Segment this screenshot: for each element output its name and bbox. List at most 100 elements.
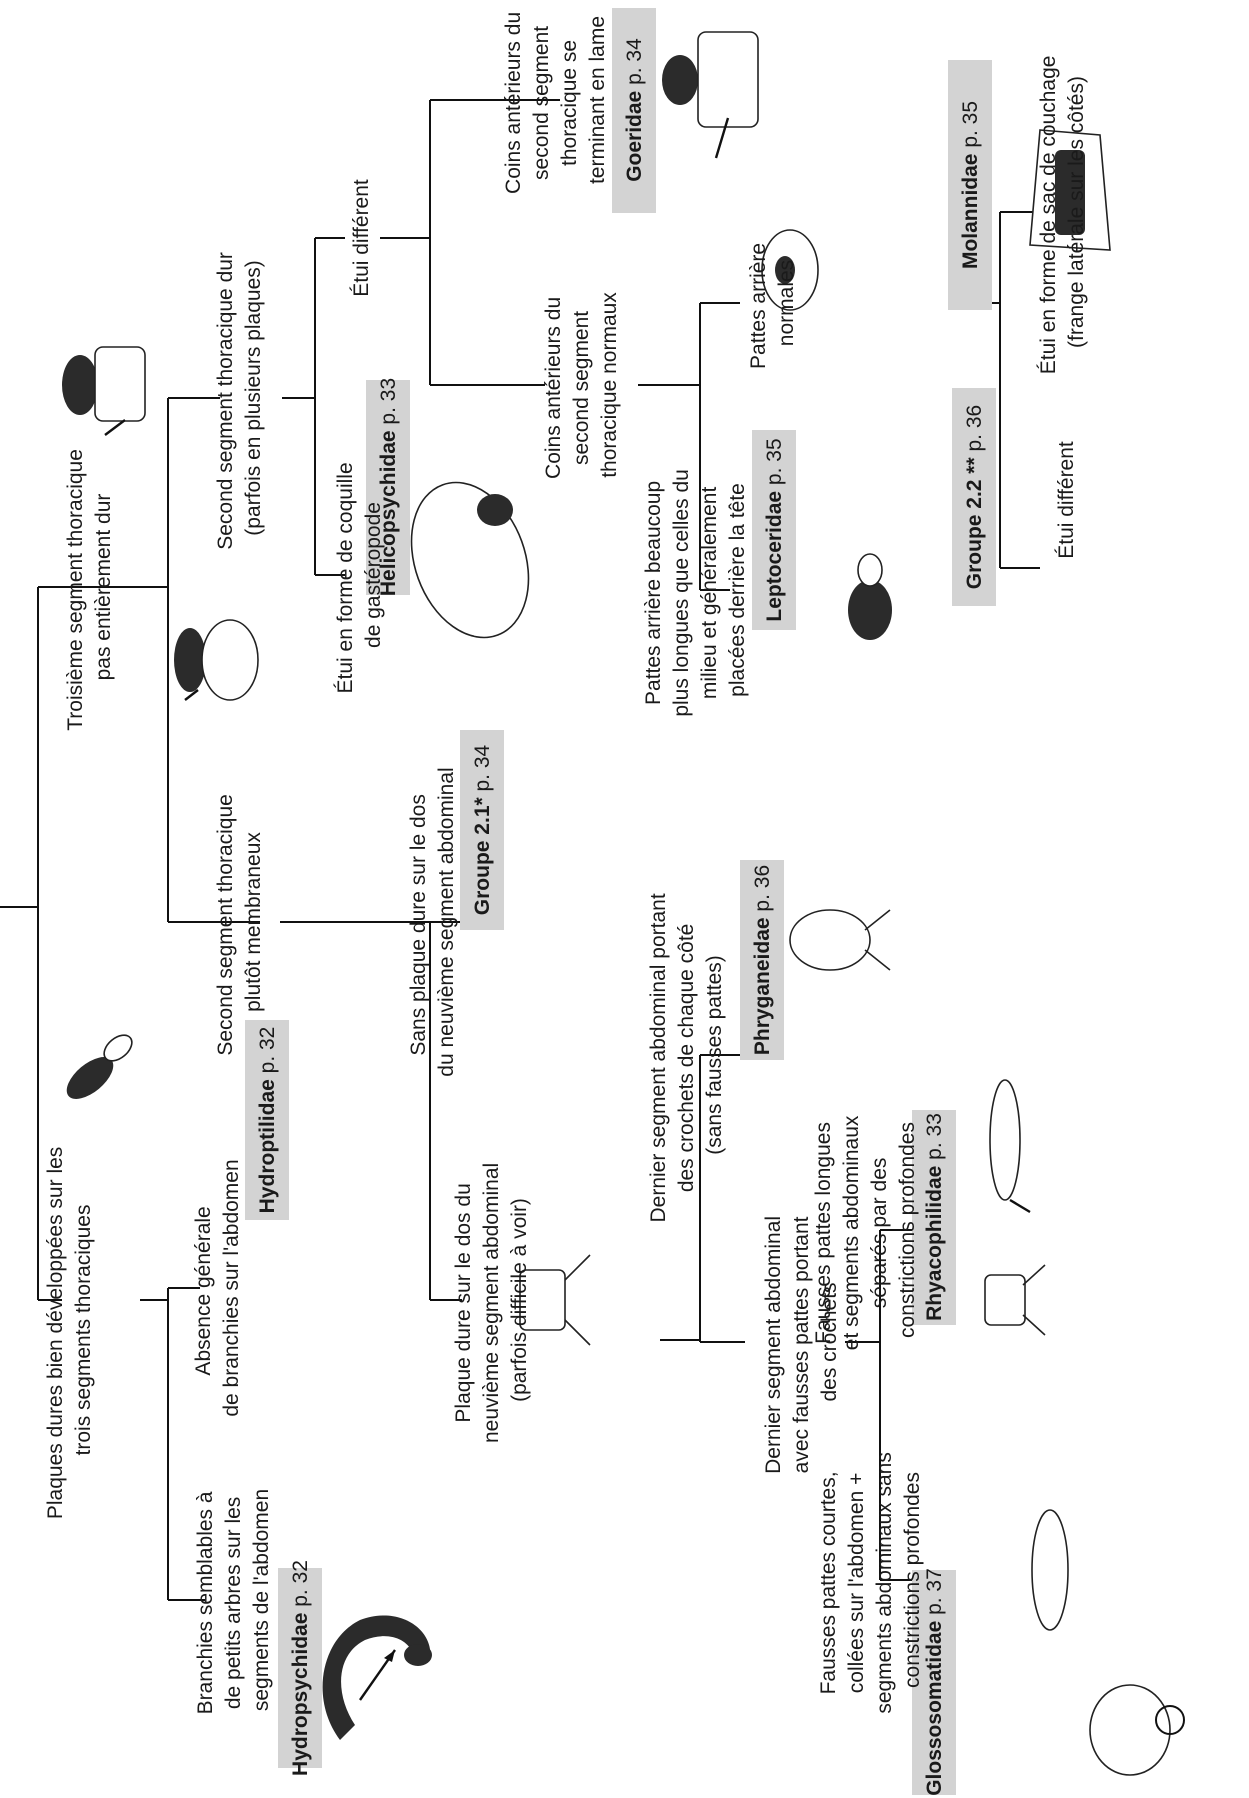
label-line: second segment bbox=[530, 26, 553, 180]
pointer-arrow-icon bbox=[384, 1650, 395, 1662]
label-line: plutôt membraneux bbox=[242, 832, 265, 1012]
larva-illustration bbox=[519, 1254, 591, 1346]
family-name: Helicopsychidae bbox=[377, 430, 400, 596]
label-line: Dernier segment abdominal bbox=[762, 1216, 785, 1474]
svg-text:Coins antérieurs du se: Coins antérieurs du second segment thora… bbox=[542, 291, 621, 479]
family-page: p. 33 bbox=[923, 1113, 946, 1166]
label-branchies: Branchies semblables à de petits arbres … bbox=[194, 1489, 273, 1715]
label-line: segments abdominaux sans bbox=[873, 1452, 896, 1714]
family-page: p. 34 bbox=[623, 38, 646, 91]
svg-text:Phryganeidae p. 36: Phryganeidae p. 36 bbox=[751, 865, 774, 1055]
svg-text:Sans plaque dure sur le dos: Sans plaque dure sur le dos du neuvième … bbox=[407, 767, 458, 1076]
label-line: terminant en lame bbox=[586, 16, 609, 184]
svg-text:Goeridae p. 34: Goeridae p. 34 bbox=[623, 38, 646, 182]
label-line: séparés par des bbox=[868, 1158, 891, 1309]
label-fausses-courtes: Fausses pattes courtes, collées sur l'ab… bbox=[817, 1446, 924, 1714]
svg-text:Hydropsychidae p. 32: Hydropsychidae p. 32 bbox=[289, 1560, 312, 1776]
box-hydropsychidae bbox=[278, 1568, 322, 1768]
label-line: Second segment thoracique bbox=[214, 794, 237, 1056]
box-helicopsychidae bbox=[366, 380, 410, 595]
label-line: Étui différent bbox=[350, 179, 373, 297]
box-rhyacophilidae bbox=[912, 1110, 956, 1325]
family-groupe21: Groupe 2.1* p. 34 bbox=[471, 744, 494, 915]
label-line: Branchies semblables à bbox=[194, 1491, 217, 1714]
box-leptoceridae bbox=[752, 430, 796, 630]
box-groupe22 bbox=[952, 388, 996, 606]
family-hydroptilidae: Hydroptilidae p. 32 bbox=[256, 1027, 279, 1214]
label-line: Second segment thoracique dur bbox=[214, 252, 237, 550]
label-coins-normaux: Coins antérieurs du second segment thora… bbox=[542, 291, 621, 479]
svg-text:Pattes arrière beaucoup: Pattes arrière beaucoup plus longues que… bbox=[642, 463, 749, 716]
label-fausses-longues: Fausses pattes longues et segments abdom… bbox=[812, 1110, 919, 1350]
box-glossosomatidae bbox=[912, 1570, 956, 1795]
pointer-arrow-icon bbox=[104, 419, 126, 436]
larva-illustration bbox=[1089, 1684, 1185, 1776]
svg-text:Plaque dure sur le dos du: Plaque dure sur le dos du neuvième segme… bbox=[452, 1157, 531, 1443]
svg-text:Groupe 2.1* p. 34: Groupe 2.1* p. 34 bbox=[471, 744, 494, 915]
svg-text:Groupe 2.2 ** p. 36: Groupe 2.2 ** p. 36 bbox=[963, 405, 986, 589]
label-line: second segment bbox=[570, 311, 593, 465]
label-line: neuvième segment abdominal bbox=[480, 1163, 503, 1443]
label-root: Plaques dures bien développées sur les t… bbox=[44, 1147, 95, 1519]
svg-text:Glossosomatidae p. 37: Glossosomatidae p. 37 bbox=[923, 1568, 946, 1796]
family-page: p. 33 bbox=[377, 378, 400, 431]
label-second-dur: Second segment thoracique dur (parfois e… bbox=[214, 252, 265, 550]
family-page: p. 35 bbox=[959, 101, 982, 154]
pointer-arrow-icon bbox=[1009, 1198, 1031, 1214]
box-hydroptilidae bbox=[245, 1020, 289, 1220]
label-line: Étui en forme de coquille bbox=[334, 462, 357, 693]
label-line: Dernier segment abdominal portant bbox=[647, 893, 670, 1222]
svg-text:Fausses pattes courtes,: Fausses pattes courtes, collées sur l'ab… bbox=[817, 1446, 924, 1713]
svg-text:Étui en forme de sac de coucha: Étui en forme de sac de couchage (frange… bbox=[1037, 50, 1088, 375]
label-line: de petits arbres sur les bbox=[222, 1497, 245, 1709]
svg-text:Coins antérieurs du se: Coins antérieurs du second segment thora… bbox=[502, 6, 609, 194]
label-line: Coins antérieurs du bbox=[542, 297, 565, 479]
label-line: (parfois en plusieurs plaques) bbox=[242, 260, 265, 535]
label-line: Étui en forme de sac de couchage bbox=[1037, 56, 1060, 375]
label-line: de gastéropode bbox=[362, 502, 385, 648]
label-line: Fausses pattes courtes, bbox=[817, 1471, 840, 1694]
case-illustration bbox=[410, 481, 530, 639]
svg-text:Dernier segment abdominal port: Dernier segment abdominal portant des cr… bbox=[647, 887, 726, 1222]
svg-text:Étui en forme de coquille: Étui en forme de coquille de gastéropode bbox=[334, 457, 385, 694]
family-name: Phryganeidae bbox=[751, 917, 774, 1055]
larva-illustration bbox=[322, 1615, 432, 1740]
illustrations bbox=[62, 31, 1185, 1776]
label-line: collées sur l'abdomen + bbox=[845, 1473, 868, 1694]
family-page: p. 35 bbox=[763, 438, 786, 491]
label-line: normales bbox=[775, 260, 798, 346]
family-name: Hydropsychidae bbox=[289, 1613, 312, 1776]
family-name: Glossosomatidae bbox=[923, 1621, 946, 1796]
pointer-arrow-icon bbox=[714, 117, 730, 159]
label-line: constrictions profondes bbox=[896, 1122, 919, 1338]
label-line: et segments abdominaux bbox=[840, 1115, 863, 1350]
box-goeridae bbox=[612, 8, 656, 213]
label-line: milieu et généralement bbox=[698, 487, 721, 700]
label-line: Fausses pattes longues bbox=[812, 1122, 835, 1344]
larva-illustration bbox=[761, 229, 819, 311]
svg-text:Fausses pattes longues: Fausses pattes longues et segments abdom… bbox=[812, 1110, 919, 1350]
svg-text:Leptoceridae p. 35: Leptoceridae p. 35 bbox=[763, 438, 786, 621]
family-name: Groupe 2.2 ** bbox=[963, 457, 986, 590]
label-line: Plaque dure sur le dos du bbox=[452, 1183, 475, 1422]
label-line: thoracique se bbox=[558, 40, 581, 166]
larva-illustration bbox=[789, 909, 891, 971]
family-page: p. 36 bbox=[751, 865, 774, 918]
label-line: (parfois difficile à voir) bbox=[508, 1198, 531, 1402]
label-coins-lame: Coins antérieurs du second segment thora… bbox=[502, 6, 609, 194]
svg-text:Helicopsychidae p. 33: Helicopsychidae p. 33 bbox=[377, 378, 400, 596]
svg-text:Étui différent: Étui différent bbox=[350, 179, 373, 297]
label-etui-coquille: Étui en forme de coquille de gastéropode bbox=[334, 457, 385, 694]
pointer-arrow-icon bbox=[184, 689, 199, 701]
family-name: Groupe 2.1* bbox=[471, 797, 494, 916]
svg-text:Rhyacophilidae p. 33: Rhyacophilidae p. 33 bbox=[923, 1113, 946, 1321]
label-second-memb: Second segment thoracique plutôt membran… bbox=[214, 794, 265, 1056]
larva-head-thorax-illustration bbox=[662, 31, 759, 128]
svg-text:Absence générale de br: Absence générale de branchies sur l'abdo… bbox=[192, 1159, 243, 1416]
family-labels: Hydropsychidae p. 32 Hydroptilidae p. 32… bbox=[256, 38, 986, 1796]
larva-illustration bbox=[989, 1079, 1021, 1201]
family-goeridae: Goeridae p. 34 bbox=[623, 38, 646, 182]
svg-text:Troisième segment thoracique: Troisième segment thoracique pas entière… bbox=[64, 443, 115, 731]
label-sans-plaque: Sans plaque dure sur le dos du neuvième … bbox=[407, 767, 458, 1076]
